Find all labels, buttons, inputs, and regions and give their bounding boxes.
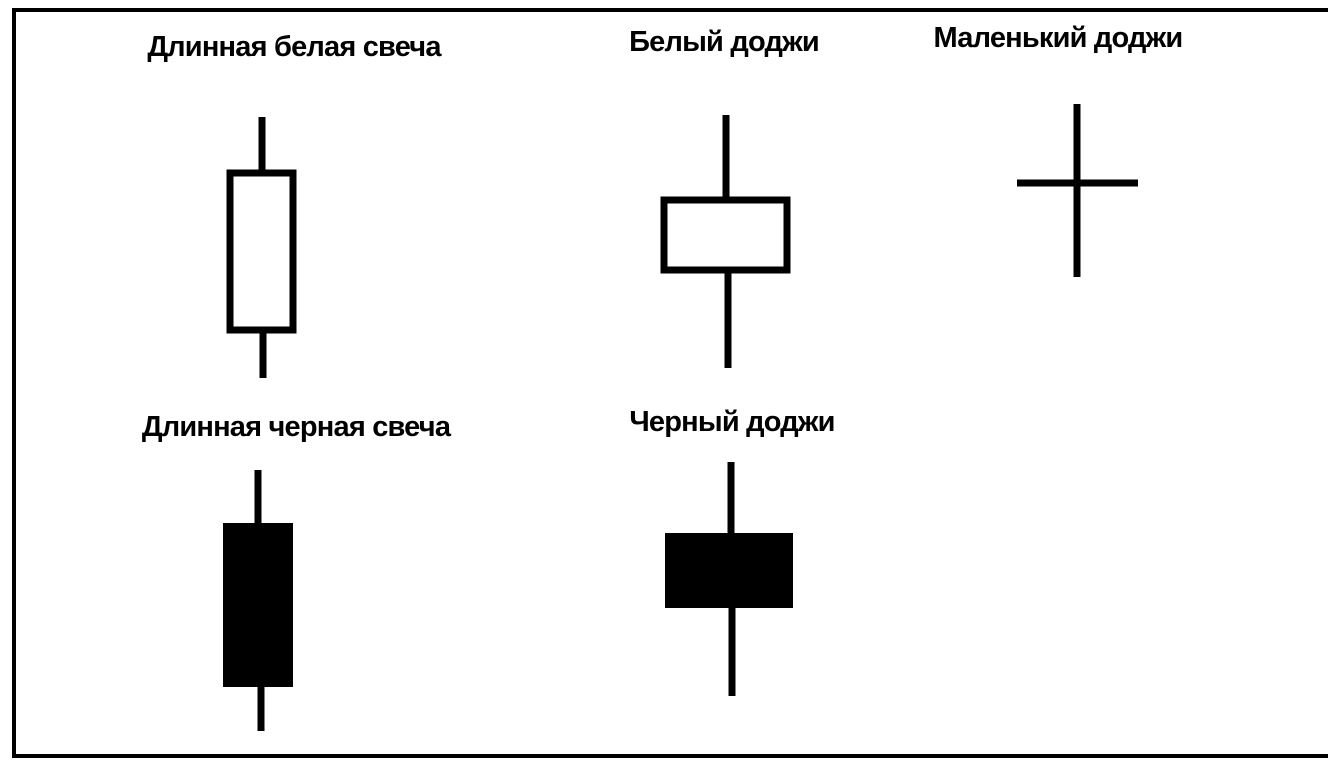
candle-body — [226, 169, 297, 334]
candle-body — [665, 533, 793, 608]
figure-frame — [12, 8, 1328, 758]
candle-long-white — [226, 117, 297, 378]
label-small-doji: Маленький доджи — [933, 22, 1184, 54]
label-long-black-candle: Длинная черная свеча — [141, 411, 451, 443]
label-white-doji: Белый доджи — [629, 26, 820, 58]
candle-body — [223, 523, 293, 687]
candle-small-doji — [1017, 104, 1138, 277]
candle-body — [660, 196, 791, 274]
candle-black-doji — [665, 462, 793, 696]
candle-white-doji — [660, 115, 791, 368]
label-black-doji: Черный доджи — [629, 406, 835, 438]
label-long-white-candle: Длинная белая свеча — [147, 31, 441, 63]
candle-long-black — [223, 470, 293, 731]
